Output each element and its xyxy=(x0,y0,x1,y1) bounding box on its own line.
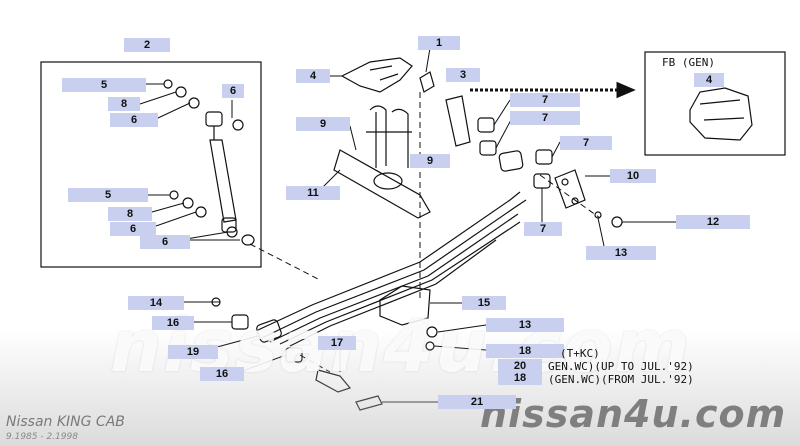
spring-seat xyxy=(379,285,431,326)
u-bolt xyxy=(369,105,409,168)
callout-5a: 5 xyxy=(62,78,146,92)
note-line-1: (T+KC) xyxy=(560,347,600,360)
callout-6d: 6 xyxy=(140,235,190,249)
callout-11: 11 xyxy=(286,186,340,200)
inset-box xyxy=(644,51,786,156)
shock-absorber-upper xyxy=(205,111,255,246)
bottom-fade xyxy=(0,330,800,446)
callout-6b: 6 xyxy=(222,84,244,98)
callout-3: 3 xyxy=(446,68,480,82)
shock-group-box xyxy=(40,61,262,268)
callout-12: 12 xyxy=(676,215,750,229)
callout-20: 20 xyxy=(498,359,542,373)
callout-8a: 8 xyxy=(108,97,140,111)
note-line-2: GEN.WC)(UP TO JUL.'92) xyxy=(548,360,694,373)
callout-9b: 9 xyxy=(410,154,450,168)
inset-label: FB (GEN) xyxy=(662,56,715,69)
callout-13a: 13 xyxy=(586,246,656,260)
callout-7c: 7 xyxy=(560,136,612,150)
model-dates: 9.1985 - 2.1998 xyxy=(6,432,78,442)
callout-9a: 9 xyxy=(296,117,350,131)
axle-housing xyxy=(333,149,431,219)
callout-10: 10 xyxy=(610,169,656,183)
shackle-plate xyxy=(554,169,586,209)
callout-2: 2 xyxy=(124,38,170,52)
callout-5b: 5 xyxy=(68,188,148,202)
callout-4: 4 xyxy=(296,69,330,83)
callout-8b: 8 xyxy=(108,207,152,221)
model-title: Nissan KING CAB xyxy=(6,414,125,430)
callout-6c: 6 xyxy=(110,222,156,236)
callout-7d: 7 xyxy=(524,222,562,236)
callout-18b: 18 xyxy=(498,371,542,385)
callout-21: 21 xyxy=(438,395,516,409)
arrow-to-inset xyxy=(470,81,636,99)
callout-6a: 6 xyxy=(110,113,158,127)
watermark-small: nissan4u.com xyxy=(480,392,787,436)
callout-19: 19 xyxy=(168,345,218,359)
callout-13b: 13 xyxy=(486,318,564,332)
callout-14: 14 xyxy=(128,296,184,310)
inset-bracket xyxy=(689,87,753,141)
note-line-3: (GEN.WC)(FROM JUL.'92) xyxy=(548,373,694,386)
callout-7b: 7 xyxy=(510,111,580,125)
callout-15: 15 xyxy=(462,296,506,310)
callout-4b: 4 xyxy=(694,73,724,87)
callout-7a: 7 xyxy=(510,93,580,107)
callout-16b: 16 xyxy=(200,367,244,381)
callout-17: 17 xyxy=(318,336,356,350)
bracket-4 xyxy=(340,57,413,93)
callout-18a: 18 xyxy=(486,344,564,358)
callout-1: 1 xyxy=(418,36,460,50)
callout-16a: 16 xyxy=(152,316,194,330)
